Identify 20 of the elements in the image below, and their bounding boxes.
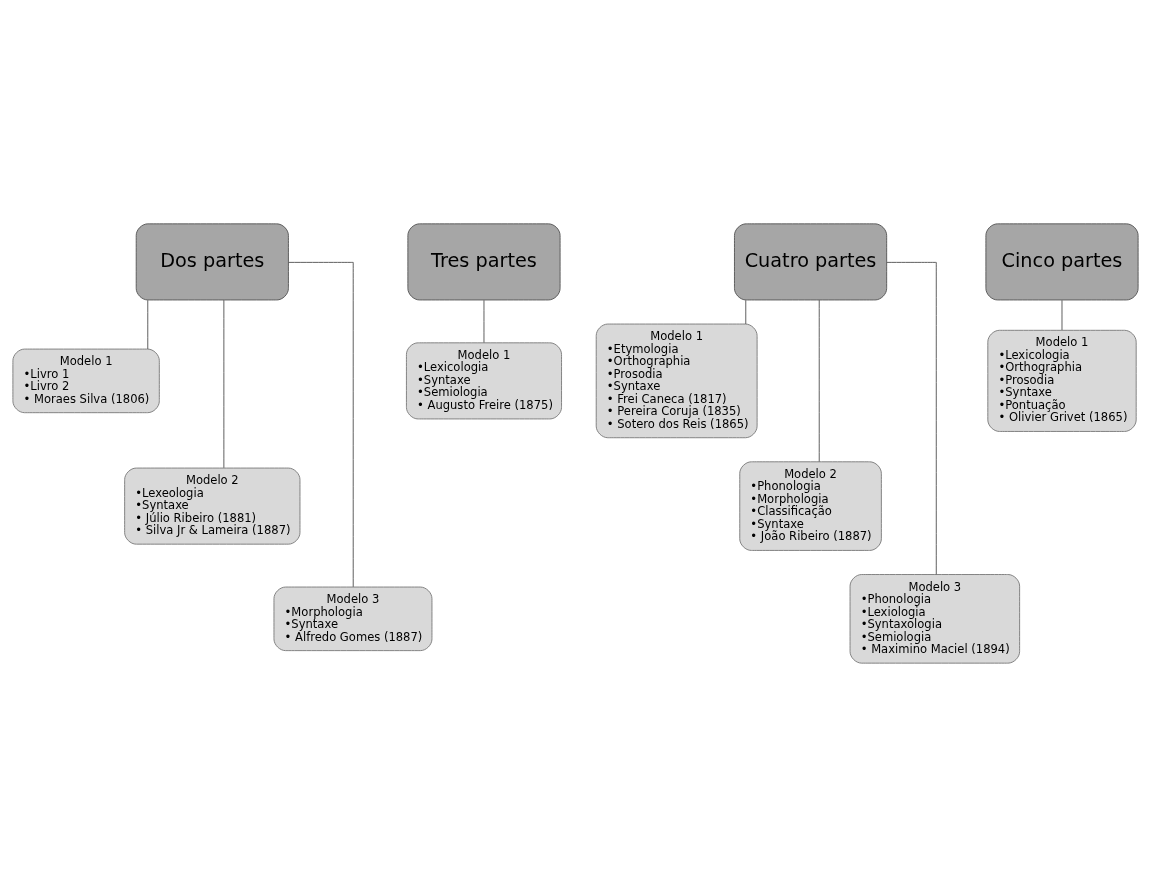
node-box: Cinco partes [985,222,1139,300]
connector [886,261,937,575]
node-box: Modelo 1 •Livro 1 •Livro 2 • Moraes Silva (1806) [12,348,160,413]
node-box: Modelo 1 •Lexicologia •Orthographia •Prosodia •Syntaxe •Pontuação • Olivier Grivet (1865) [987,329,1137,432]
node-box: Modelo 1 •Etymologia •Orthographia •Prosodia •Syntaxe • Frei Caneca (1817) • Pereira Coruja (1835) • Sotero dos Reis (1865) [595,323,758,438]
connector [288,261,354,587]
node-box: Modelo 3 •Morphologia •Syntaxe • Alfredo Gomes (1887) [273,586,433,651]
connector [223,299,225,468]
node-box: Modelo 2 •Lexeologia •Syntaxe • Júlio Ribeiro (1881) • Silva Jr & Lameira (1887) [124,467,301,545]
connector [818,299,820,462]
node-box: Tres partes [407,222,561,300]
connector [1061,299,1063,331]
connector [147,299,149,349]
node-box: Dos partes [135,222,289,300]
node-box: Cuatro partes [733,222,888,300]
node-box: Modelo 2 •Phonologia •Morphologia •Classificação •Syntaxe • João Ribeiro (1887) [739,460,882,551]
node-box: Modelo 3 •Phonologia •Lexiologia •Syntaxologia •Semiologia • Maximino Maciel (1894) [849,573,1021,664]
connector [745,299,747,324]
node-box: Modelo 1 •Lexicologia •Syntaxe •Semiologia • Augusto Freire (1875) [405,341,562,419]
connector [483,299,485,343]
